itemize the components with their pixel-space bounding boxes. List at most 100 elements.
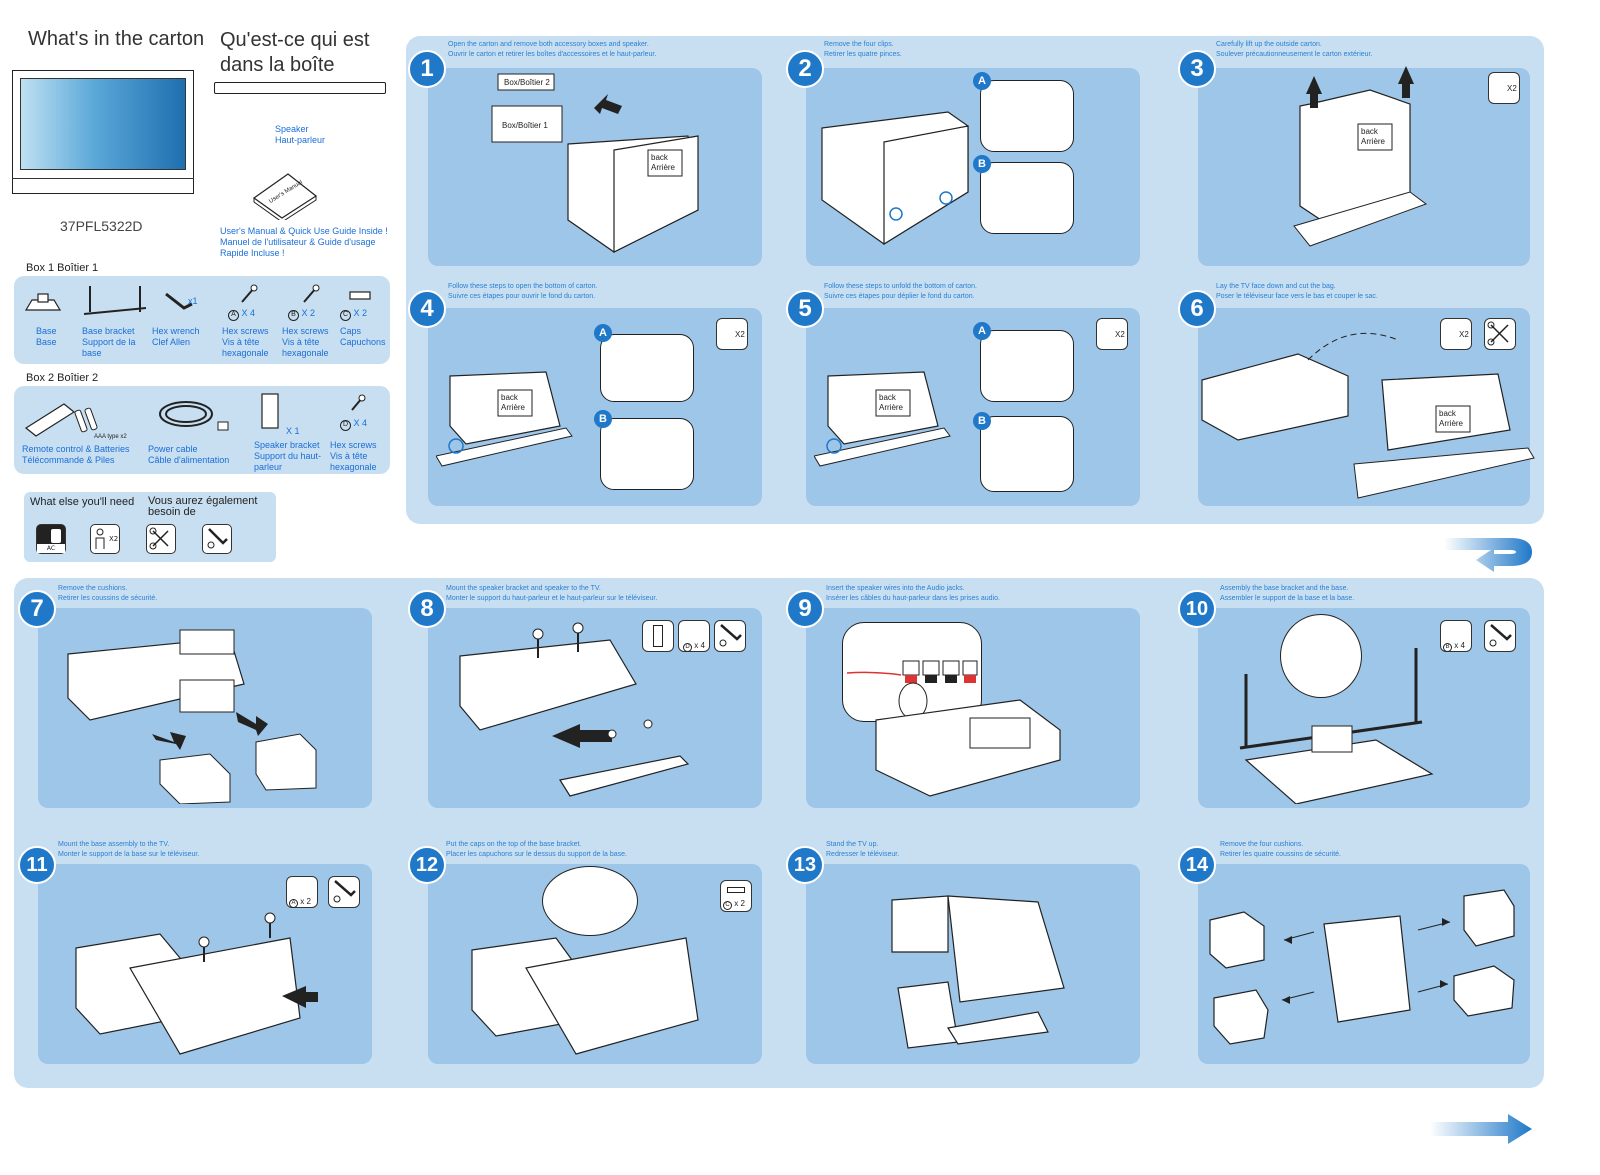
step-5-text-fr: Suivre ces étapes pour déplier le fond d… — [824, 293, 975, 300]
step-11-illustration — [75, 912, 318, 1055]
step-12-illustration — [471, 937, 699, 1055]
step5-arriere: Arrière — [879, 403, 904, 412]
screw-icon — [241, 284, 258, 303]
cap-shape — [727, 887, 745, 893]
screw-icon — [303, 284, 320, 303]
step-3-text-en: Carefully lift up the outside carton. — [1216, 41, 1322, 48]
step-13-illustration — [891, 895, 1065, 1049]
step-5-text: Follow these steps to unfold the bottom … — [824, 282, 977, 302]
step-2-letter-b: B — [973, 155, 991, 173]
step-8-illustration — [459, 622, 690, 797]
step-10-bubble — [1280, 614, 1362, 698]
speaker-label-en: Speaker — [275, 124, 309, 134]
step-12-text: Put the caps on the top of the base brac… — [446, 840, 627, 860]
speaker-label: Speaker Haut-parleur — [275, 124, 325, 146]
item-remote-en: Remote control & Batteries — [22, 444, 130, 454]
step10-letter-b: B — [1443, 643, 1452, 652]
qty-d: X 4 — [353, 418, 368, 428]
step-9-bubble — [842, 622, 982, 722]
step-6-text-fr: Poser le téléviseur face vers le bas et … — [1216, 293, 1378, 300]
step11-letter-a: A — [289, 899, 298, 908]
item-remote-fr: Télécommande & Piles — [22, 455, 115, 465]
step-7-text: Remove the cushions.Retirer les coussins… — [58, 584, 157, 604]
step-3-text: Carefully lift up the outside carton.Sou… — [1216, 40, 1372, 60]
step10-screw-qty: B x 4 — [1443, 641, 1465, 652]
step-13-text: Stand the TV up.Redresser le téléviseur. — [826, 840, 899, 860]
item-base-en: Base — [36, 326, 57, 336]
step-4-text: Follow these steps to open the bottom of… — [448, 282, 597, 302]
base-icon — [24, 293, 62, 311]
step-12-text-en: Put the caps on the top of the base brac… — [446, 841, 582, 848]
item-hex-screws-b-fr: Vis à tête hexagonale — [282, 337, 329, 358]
item-base-bracket-fr: Support de la base — [82, 337, 136, 358]
step-11-text-fr: Monter le support de la base sur le télé… — [58, 851, 200, 858]
manual-label-fr1: Manuel de l'utilisateur & Guide d'usage — [220, 237, 376, 247]
step-4-number: 4 — [408, 290, 446, 328]
step8-screw-qty: D x 4 — [683, 641, 705, 652]
manual-label-en: User's Manual & Quick Use Guide Inside ! — [220, 226, 388, 236]
item-speaker-bracket-fr: Support du haut-parleur — [254, 451, 322, 472]
step-7-illustration — [67, 629, 317, 804]
step-7-number: 7 — [18, 590, 56, 628]
step-2-text-en: Remove the four clips. — [824, 41, 894, 48]
next-arrow-icon[interactable] — [1430, 1114, 1534, 1144]
bracket-icon — [83, 286, 147, 315]
step-9-number: 9 — [786, 590, 824, 628]
two-person-icon: X2 — [716, 318, 748, 350]
item-hex-screws-b-en: Hex screws — [282, 326, 329, 336]
letter-a: A — [228, 310, 239, 321]
item-hex-wrench-fr: Clef Allen — [152, 337, 191, 347]
step-2-bubble-a — [980, 80, 1074, 152]
step-2-number: 2 — [786, 50, 824, 88]
two-person-icon: X2 — [90, 524, 120, 554]
step-8-number: 8 — [408, 590, 446, 628]
speaker-bracket-icon — [642, 620, 674, 652]
step-4-text-fr: Suivre ces étapes pour ouvrir le fond du… — [448, 293, 596, 300]
item-base-fr: Base — [36, 337, 57, 347]
tv-screen — [20, 78, 186, 170]
cap-c-qty: C X 2 — [340, 308, 367, 321]
step-10-number: 10 — [1178, 590, 1216, 628]
item-power-cable-en: Power cable — [148, 444, 198, 454]
step-13-number: 13 — [786, 846, 824, 884]
step-8-text-fr: Monter le support du haut-parleur et le … — [446, 595, 658, 602]
up-arrow-icon — [1306, 76, 1322, 108]
step6-back: back — [1439, 409, 1457, 418]
extra-label-fr1: Vous aurez également — [148, 495, 258, 507]
step-6-illustration: back Arrière — [1201, 332, 1535, 499]
step-5-text-en: Follow these steps to unfold the bottom … — [824, 283, 977, 290]
person-qty: X2 — [109, 535, 119, 543]
step-3-illustration: back Arrière — [1293, 66, 1428, 247]
item-caps-en: Caps — [340, 326, 362, 336]
return-arrow-icon[interactable] — [1440, 532, 1536, 572]
step-14-text-en: Remove the four cushions. — [1220, 841, 1304, 848]
hex-wrench-icon — [328, 876, 360, 908]
step1-arriere: Arrière — [651, 163, 676, 172]
step-4-letter-a: A — [594, 324, 612, 342]
step11-screw-qty: A x 2 — [289, 897, 311, 908]
qty-c: X 2 — [353, 308, 368, 318]
step-11-text: Mount the base assembly to the TV.Monter… — [58, 840, 199, 860]
step-5-number: 5 — [786, 290, 824, 328]
step-10-illustration — [1239, 648, 1434, 804]
cap-icon: C x 2 — [720, 880, 752, 912]
step-4-text-en: Follow these steps to open the bottom of… — [448, 283, 598, 290]
item-caps-fr: Capuchons — [340, 337, 386, 347]
up-arrow-icon — [1398, 66, 1414, 98]
manual-label: User's Manual & Quick Use Guide Inside !… — [220, 226, 388, 259]
step-1-number: 1 — [408, 50, 446, 88]
remote-icon — [24, 403, 98, 437]
two-person-icon: X2 — [1440, 318, 1472, 350]
extra-label-fr2: besoin de — [148, 506, 196, 518]
step-4-bubble-a — [600, 334, 694, 402]
letter-d: D — [340, 420, 351, 431]
item-hex-wrench-en: Hex wrench — [152, 326, 200, 336]
step-5-bubble-b — [980, 416, 1074, 492]
battery-note: AAA type x2 — [94, 434, 127, 440]
outlet-icon: AC — [36, 524, 66, 554]
step6-x2: X2 — [1459, 330, 1469, 339]
step-6-text: Lay the TV face down and cut the bag.Pos… — [1216, 282, 1378, 302]
